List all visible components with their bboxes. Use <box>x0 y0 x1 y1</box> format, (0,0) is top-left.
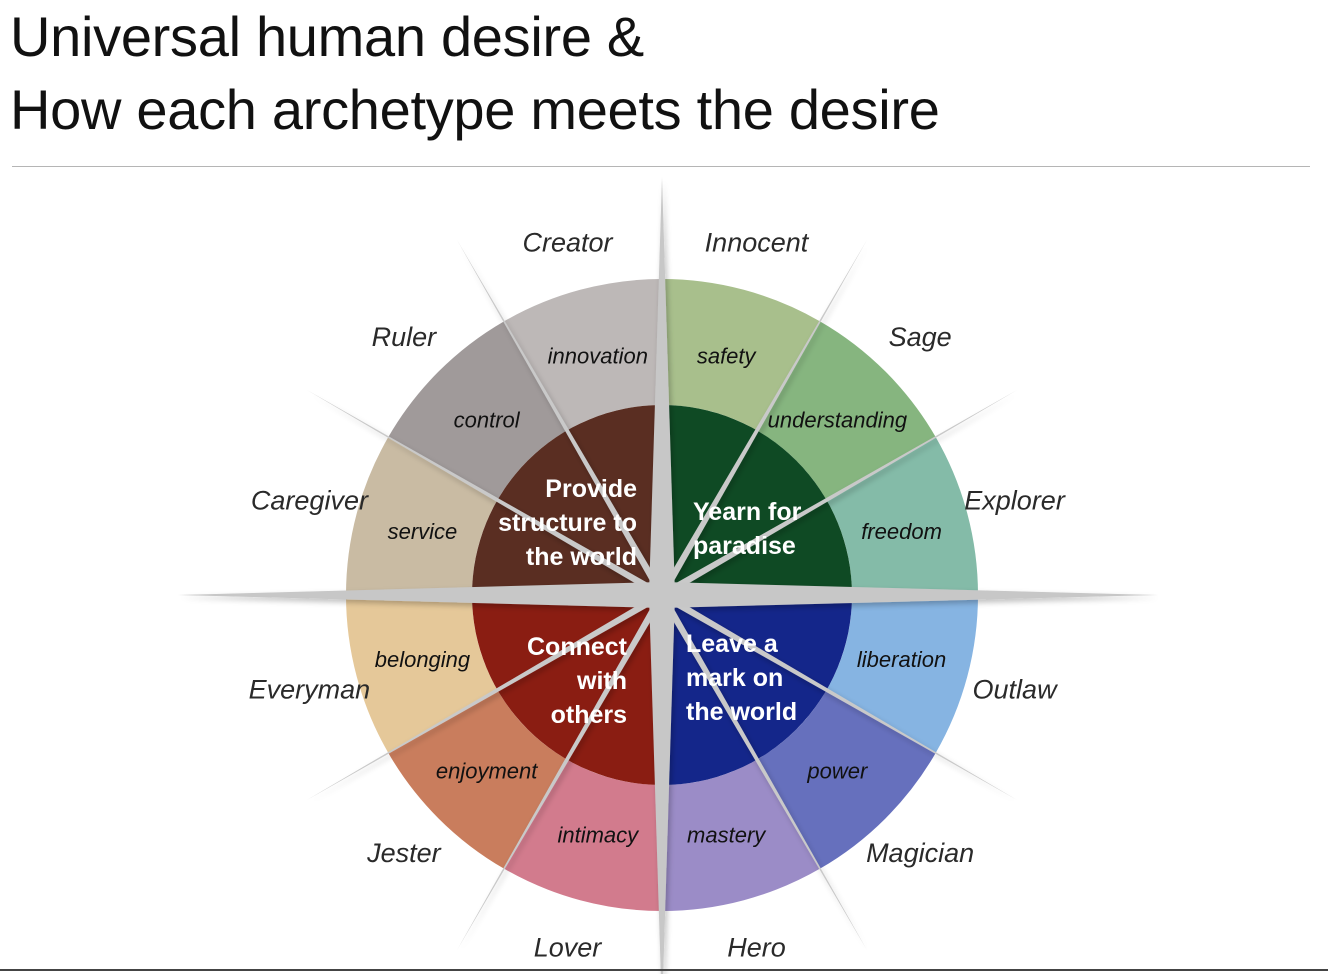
title-line-1: Universal human desire & <box>10 5 644 68</box>
compass-rays <box>178 177 1158 974</box>
quadrant-bottom-right <box>662 595 852 785</box>
segment-ruler <box>388 321 567 500</box>
quadrant-bottom-left <box>472 595 662 785</box>
archetype-label-everyman: Everyman <box>249 674 371 704</box>
quadrant-top-left <box>472 405 662 595</box>
archetype-label-caregiver: Caregiver <box>251 486 369 516</box>
quadrant-label-bottom-right: mark on <box>686 664 783 692</box>
title-line-2: How each archetype meets the desire <box>10 78 940 141</box>
quadrant-label-bottom-left: Connect <box>527 633 628 661</box>
segment-magician <box>757 690 936 869</box>
title-divider <box>12 166 1310 167</box>
labels: safety Innocent understanding Sage freedom Ex… <box>249 227 1066 962</box>
quadrant-label-top-left: structure to <box>498 509 637 537</box>
desire-label-power: power <box>806 758 869 783</box>
archetype-label-innocent: Innocent <box>705 227 810 257</box>
desire-label-belonging: belonging <box>375 647 471 672</box>
compass-thin-ray <box>457 593 666 951</box>
segment-everyman <box>346 595 498 753</box>
segment-creator <box>504 279 662 431</box>
archetype-label-jester: Jester <box>366 838 442 868</box>
quadrant-label-bottom-left: with <box>576 667 627 695</box>
desire-label-understanding: understanding <box>768 408 908 433</box>
compass-thin-ray <box>658 239 867 597</box>
compass-thin-ray <box>658 593 867 951</box>
archetype-label-sage: Sage <box>889 322 952 352</box>
segment-sage <box>757 321 936 500</box>
archetype-label-explorer: Explorer <box>964 486 1066 516</box>
desire-label-service: service <box>388 519 458 544</box>
outer-ring <box>346 279 978 911</box>
quadrant-label-top-right: paradise <box>693 532 796 560</box>
inner-circle <box>472 405 852 785</box>
quadrant-label-top-left: Provide <box>545 475 637 503</box>
compass-star <box>178 177 1158 974</box>
archetype-label-ruler: Ruler <box>372 322 438 352</box>
quadrant-label-bottom-right: Leave a <box>686 630 779 658</box>
desire-label-enjoyment: enjoyment <box>436 758 538 783</box>
archetype-label-outlaw: Outlaw <box>973 674 1059 704</box>
compass-thin-ray <box>306 591 664 800</box>
quadrant-label-top-right: Yearn for <box>693 498 802 526</box>
compass-thin-ray <box>660 591 1018 800</box>
quadrant-top-right <box>662 405 852 595</box>
segment-caregiver <box>346 437 498 595</box>
segment-hero <box>662 759 820 911</box>
compass-ray-west <box>178 582 662 608</box>
segment-lover <box>504 759 662 911</box>
bottom-rule <box>0 969 1328 971</box>
desire-label-liberation: liberation <box>857 647 946 672</box>
desire-label-control: control <box>454 408 521 433</box>
segment-innocent <box>662 279 820 431</box>
segment-outlaw <box>826 595 978 753</box>
quadrant-label-bottom-right: the world <box>686 698 797 726</box>
quadrant-label-bottom-left: others <box>551 701 627 729</box>
desire-label-mastery: mastery <box>687 823 767 848</box>
compass-ray-south <box>649 595 675 974</box>
desire-label-innovation: innovation <box>548 343 648 368</box>
archetype-label-creator: Creator <box>523 227 614 257</box>
archetype-label-magician: Magician <box>866 838 974 868</box>
compass-ray-north <box>649 177 675 595</box>
compass-thin-ray <box>660 390 1018 599</box>
segment-explorer <box>826 437 978 595</box>
slide-title: Universal human desire & How each archet… <box>10 0 940 146</box>
archetype-label-lover: Lover <box>534 933 603 963</box>
segment-jester <box>388 690 567 869</box>
compass-thin-ray <box>457 239 666 597</box>
compass-ray-east <box>662 582 1158 608</box>
desire-label-safety: safety <box>697 343 758 368</box>
compass-thin-ray <box>306 390 664 599</box>
quadrant-label-top-left: the world <box>526 543 637 571</box>
desire-label-intimacy: intimacy <box>557 823 640 848</box>
desire-label-freedom: freedom <box>861 519 942 544</box>
archetype-label-hero: Hero <box>727 933 786 963</box>
